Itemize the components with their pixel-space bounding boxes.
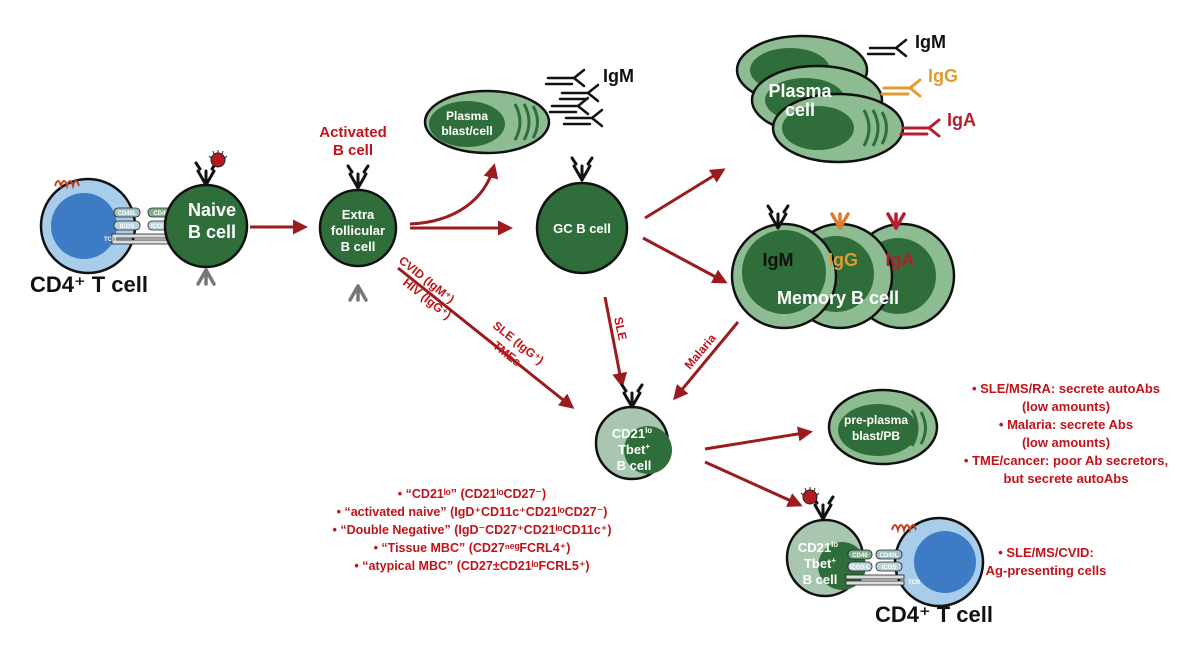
ef-bcr-icon — [346, 164, 370, 190]
naive-label-line1: Naive — [188, 200, 236, 220]
plasmablast-label-line1: Plasma — [446, 109, 488, 123]
ef-label-line1: Extra — [342, 207, 375, 222]
naive-bcr-grey-icon — [196, 268, 216, 286]
outcome-line: • TME/cancer: poor Ab secretors, — [964, 453, 1168, 468]
tcell-right — [891, 516, 985, 608]
memory-igm-label: IgM — [763, 250, 794, 270]
outcome-line: • Malaria: secrete Abs — [999, 417, 1133, 432]
plasma-cell-stack: Plasma cell — [735, 34, 905, 164]
arrow-gc-to-memory — [642, 236, 728, 284]
naive-antigen-icon — [208, 149, 228, 168]
gc-label: GC B cell — [553, 221, 611, 236]
tcell-receptor-icon — [891, 524, 917, 534]
secreted-igm-icon — [558, 83, 600, 103]
synapse-right-cd40l: CD40L — [879, 553, 898, 559]
nomenclature-item: • “Tissue MBC” (CD27ⁿᵉᵍFCRL4⁺) — [374, 541, 571, 555]
outcomes-secretion: • SLE/MS/RA: secrete autoAbs (low amount… — [964, 381, 1168, 486]
synapse-left-icosl: ICOS-L — [151, 224, 172, 230]
naive-b-cell: Naive B cell — [163, 149, 249, 286]
synapse-left-cd40l: CD40L — [117, 211, 136, 217]
nomenclature-item: • “activated naive” (IgD⁺CD11c⁺CD21ˡᵒCD2… — [337, 505, 608, 519]
extrafollicular-b-cell: Extra follicular B cell — [318, 164, 398, 302]
apc-label-line1: CD21lo — [798, 540, 838, 555]
synapse-right-tcr: TCR — [908, 580, 921, 586]
activated-label-line2: B cell — [333, 142, 373, 159]
gc-bcr-icon — [570, 156, 594, 182]
synapse-left-cd40: CD40 — [153, 211, 169, 217]
tcell-right-label: CD4⁺ T cell — [875, 602, 993, 627]
outcome-line: (low amounts) — [1022, 435, 1110, 450]
outcome-line: • SLE/MS/CVID: — [998, 545, 1094, 560]
preplasma-label-line2: blast/PB — [852, 429, 900, 443]
outcome-line: but secrete autoAbs — [1004, 471, 1129, 486]
memory-b-cells: IgM IgG IgA Memory B cell — [730, 204, 956, 330]
activated-label-line1: Activated — [319, 124, 387, 141]
synapse-left: CD40L CD40 ICOS ICOS-L TCR — [104, 207, 177, 245]
arrow-cd21lo-to-preplasma — [704, 426, 813, 451]
synapse-right-icos: ICOS — [882, 565, 897, 571]
plasma-igg-antibody-icon — [880, 78, 922, 98]
plasmablast-cell: Plasma blast/cell — [423, 89, 551, 155]
tcell-receptor-icon — [54, 180, 80, 190]
cd21lo-label-line2: Tbet+ — [618, 442, 650, 457]
cd21lo-bcr-icon — [620, 383, 644, 409]
secreted-igm-icon — [548, 96, 590, 116]
naive-label-line2: B cell — [188, 222, 236, 242]
plasma-iga-antibody-icon — [899, 118, 941, 138]
memory-igg-label: IgG — [828, 250, 858, 270]
plasma-igg-label: IgG — [928, 66, 958, 86]
cd21lo-b-cell: CD21lo Tbet+ B cell — [594, 383, 672, 481]
arrow-memory-to-cd21lo — [673, 321, 740, 401]
preplasma-blast-cell: pre-plasma blast/PB — [827, 388, 939, 466]
arrow-ef-to-cd21lo — [397, 266, 575, 409]
label-sle: SLE — [611, 316, 630, 342]
memory-label: Memory B cell — [777, 288, 899, 308]
apc-label-line3: B cell — [803, 572, 838, 587]
ef-bcr-grey-icon — [348, 284, 368, 302]
nomenclature-item: • “atypical MBC” (CD27±CD21ˡᵒFCRL5⁺) — [354, 559, 589, 573]
synapse-right: CD40 CD40L ICOS-L ICOS TCR — [845, 549, 921, 586]
tcell-left — [39, 177, 137, 275]
preplasma-label-line1: pre-plasma — [844, 413, 908, 427]
plasma-cell-label-line2: cell — [785, 100, 815, 120]
arrow-cd21lo-to-apc — [704, 460, 803, 507]
tcell-left-label: CD4⁺ T cell — [30, 272, 148, 297]
outcome-line: • SLE/MS/RA: secrete autoAbs — [972, 381, 1160, 396]
ef-label-line2: follicular — [331, 223, 385, 238]
plasmablast-igm-antibodies — [544, 68, 604, 128]
cd21lo-label-line1: CD21lo — [612, 426, 652, 441]
arrow-ef-to-plasmablast — [409, 163, 499, 226]
nomenclature-item: • “CD21ˡᵒ” (CD21ˡᵒCD27⁻) — [398, 487, 546, 501]
plasma-cell-label-line1: Plasma — [768, 81, 832, 101]
arrows — [250, 163, 813, 507]
nomenclature-list: • “CD21ˡᵒ” (CD21ˡᵒCD27⁻) • “activated na… — [332, 487, 611, 573]
naive-bcr-icon — [194, 161, 218, 187]
secreted-igm-icon — [544, 68, 586, 88]
gc-b-cell: GC B cell — [535, 156, 629, 275]
plasma-igm-label: IgM — [915, 32, 946, 52]
nomenclature-item: • “Double Negative” (IgD⁻CD27⁺CD21ˡᵒCD11… — [332, 523, 611, 537]
memory-iga-label: IgA — [886, 250, 915, 270]
outcome-line: Ag-presenting cells — [986, 563, 1107, 578]
arrow-gc-to-plasma — [644, 168, 726, 220]
plasma-igm-antibody-icon — [866, 38, 908, 58]
cd21lo-label-line3: B cell — [617, 458, 652, 473]
arrow-gc-to-cd21lo — [603, 296, 628, 388]
plasmablast-igm-label: IgM — [603, 66, 634, 86]
synapse-left-icos: ICOS — [120, 224, 135, 230]
plasma-iga-label: IgA — [947, 110, 976, 130]
plasmablast-label-line2: blast/cell — [441, 124, 492, 138]
outcome-line: (low amounts) — [1022, 399, 1110, 414]
synapse-right-cd40: CD40 — [852, 553, 868, 559]
outcomes-presentation: • SLE/MS/CVID: Ag-presenting cells — [986, 545, 1107, 578]
apc-label-line2: Tbet+ — [804, 556, 836, 571]
ef-label-line3: B cell — [341, 239, 376, 254]
synapse-left-tcr: TCR — [104, 237, 117, 243]
arrow-labels: CVID (IgM⁺) HIV (IgG⁺) SLE (IgG⁺) TMEs S… — [396, 253, 719, 372]
synapse-right-icosl: ICOS-L — [850, 565, 871, 571]
